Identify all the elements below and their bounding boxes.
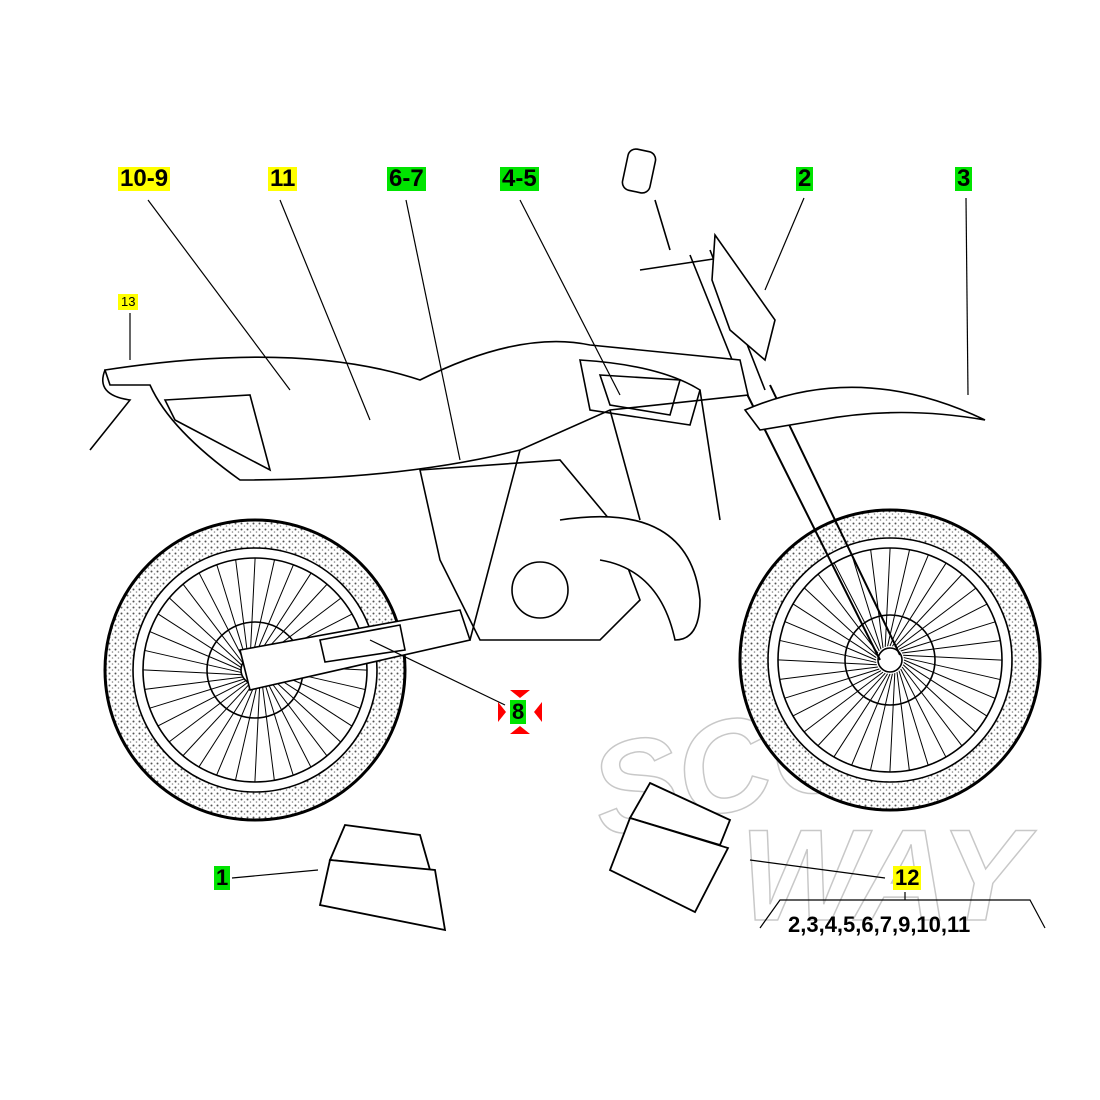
wheel-spoke	[265, 678, 312, 768]
callout-10-9[interactable]: 10-9	[118, 165, 171, 192]
wheel-spoke	[235, 559, 249, 658]
wheel-spoke	[267, 674, 342, 743]
wheel-spoke	[869, 673, 893, 771]
wheel-spoke	[903, 662, 988, 717]
wheel-spoke	[833, 562, 880, 652]
wheel-spoke	[833, 673, 888, 758]
watermark-way: WAY	[739, 801, 1027, 949]
wheel-spoke	[252, 559, 276, 657]
wheel-spoke	[182, 682, 251, 757]
wheel-spoke	[168, 597, 243, 666]
wheel-spoke	[884, 547, 891, 647]
wheel-spoke	[234, 683, 258, 781]
wheel-spoke	[892, 562, 947, 647]
wheel-spoke	[817, 573, 879, 654]
selection-marker	[498, 690, 542, 734]
wheel-spoke	[803, 587, 878, 656]
wheel-spoke	[144, 649, 242, 673]
wheel-spoke	[216, 683, 256, 776]
wheel-spoke	[900, 621, 996, 652]
wheel-spoke	[898, 670, 929, 766]
callout-1[interactable]: 1	[214, 865, 231, 890]
wheel-spoke	[249, 557, 256, 657]
leader-lines	[129, 197, 1046, 929]
callout-3[interactable]: 3	[955, 165, 973, 192]
wheel-spoke	[263, 680, 294, 776]
sticker-sheets	[318, 781, 732, 932]
wheel-spoke	[894, 573, 963, 648]
wheel-spoke	[889, 673, 896, 773]
wheel-spoke	[254, 683, 261, 783]
wheel-spoke	[266, 676, 328, 757]
wheel-spoke	[851, 673, 891, 766]
wheel-spoke	[902, 664, 977, 733]
wheel-spoke	[777, 659, 877, 666]
wheel-spoke	[144, 676, 243, 690]
wheel-spoke	[142, 669, 242, 676]
wheel-spoke	[779, 666, 878, 680]
callout-12[interactable]: 12	[893, 865, 922, 890]
callout-2[interactable]: 2	[796, 165, 814, 192]
wheel-spoke	[817, 672, 886, 747]
wheel-spoke	[182, 583, 244, 664]
wheel-spoke	[149, 631, 242, 671]
wheel-spoke	[792, 603, 877, 658]
wheel-spoke	[900, 668, 947, 758]
wheel-spoke	[792, 670, 882, 717]
callout-4-5[interactable]: 4-5	[500, 165, 539, 192]
wheel-spoke	[254, 564, 294, 657]
wheel-spoke	[779, 639, 877, 663]
callout-13[interactable]: 13	[118, 294, 139, 310]
wheel-spoke	[198, 572, 245, 662]
wheel-spoke	[902, 640, 1001, 654]
wheel-spoke	[901, 666, 963, 747]
wheel-spoke	[784, 621, 877, 661]
callout-6-7[interactable]: 6-7	[387, 165, 426, 192]
callout-8[interactable]: 8	[510, 699, 527, 724]
wheel-spoke	[157, 680, 247, 727]
kit-contents: 2,3,4,5,6,7,9,10,11	[788, 912, 971, 937]
callout-11[interactable]: 11	[268, 165, 298, 192]
wheel-spoke	[889, 554, 929, 647]
wheel-spoke	[896, 672, 910, 771]
wheel-spoke	[216, 564, 247, 660]
wheel-spoke	[803, 671, 884, 733]
wheel-spoke	[198, 683, 253, 768]
wheel-spoke	[903, 654, 1003, 661]
wheel-spoke	[870, 549, 884, 648]
wheel-spoke	[887, 549, 911, 647]
wheel-spoke	[903, 659, 996, 699]
wheel-spoke	[851, 554, 882, 650]
wheel-spoke	[257, 572, 312, 657]
wheel-spoke	[168, 681, 249, 743]
wheel-spoke	[898, 603, 988, 650]
wheel-spoke	[149, 678, 245, 709]
wheel-spoke	[784, 668, 880, 699]
wheel-spoke	[903, 657, 1001, 681]
wheel-spoke	[261, 682, 275, 781]
wheel-spoke	[157, 613, 242, 668]
front-wheel	[738, 508, 1042, 812]
wheel-spoke	[896, 587, 977, 649]
